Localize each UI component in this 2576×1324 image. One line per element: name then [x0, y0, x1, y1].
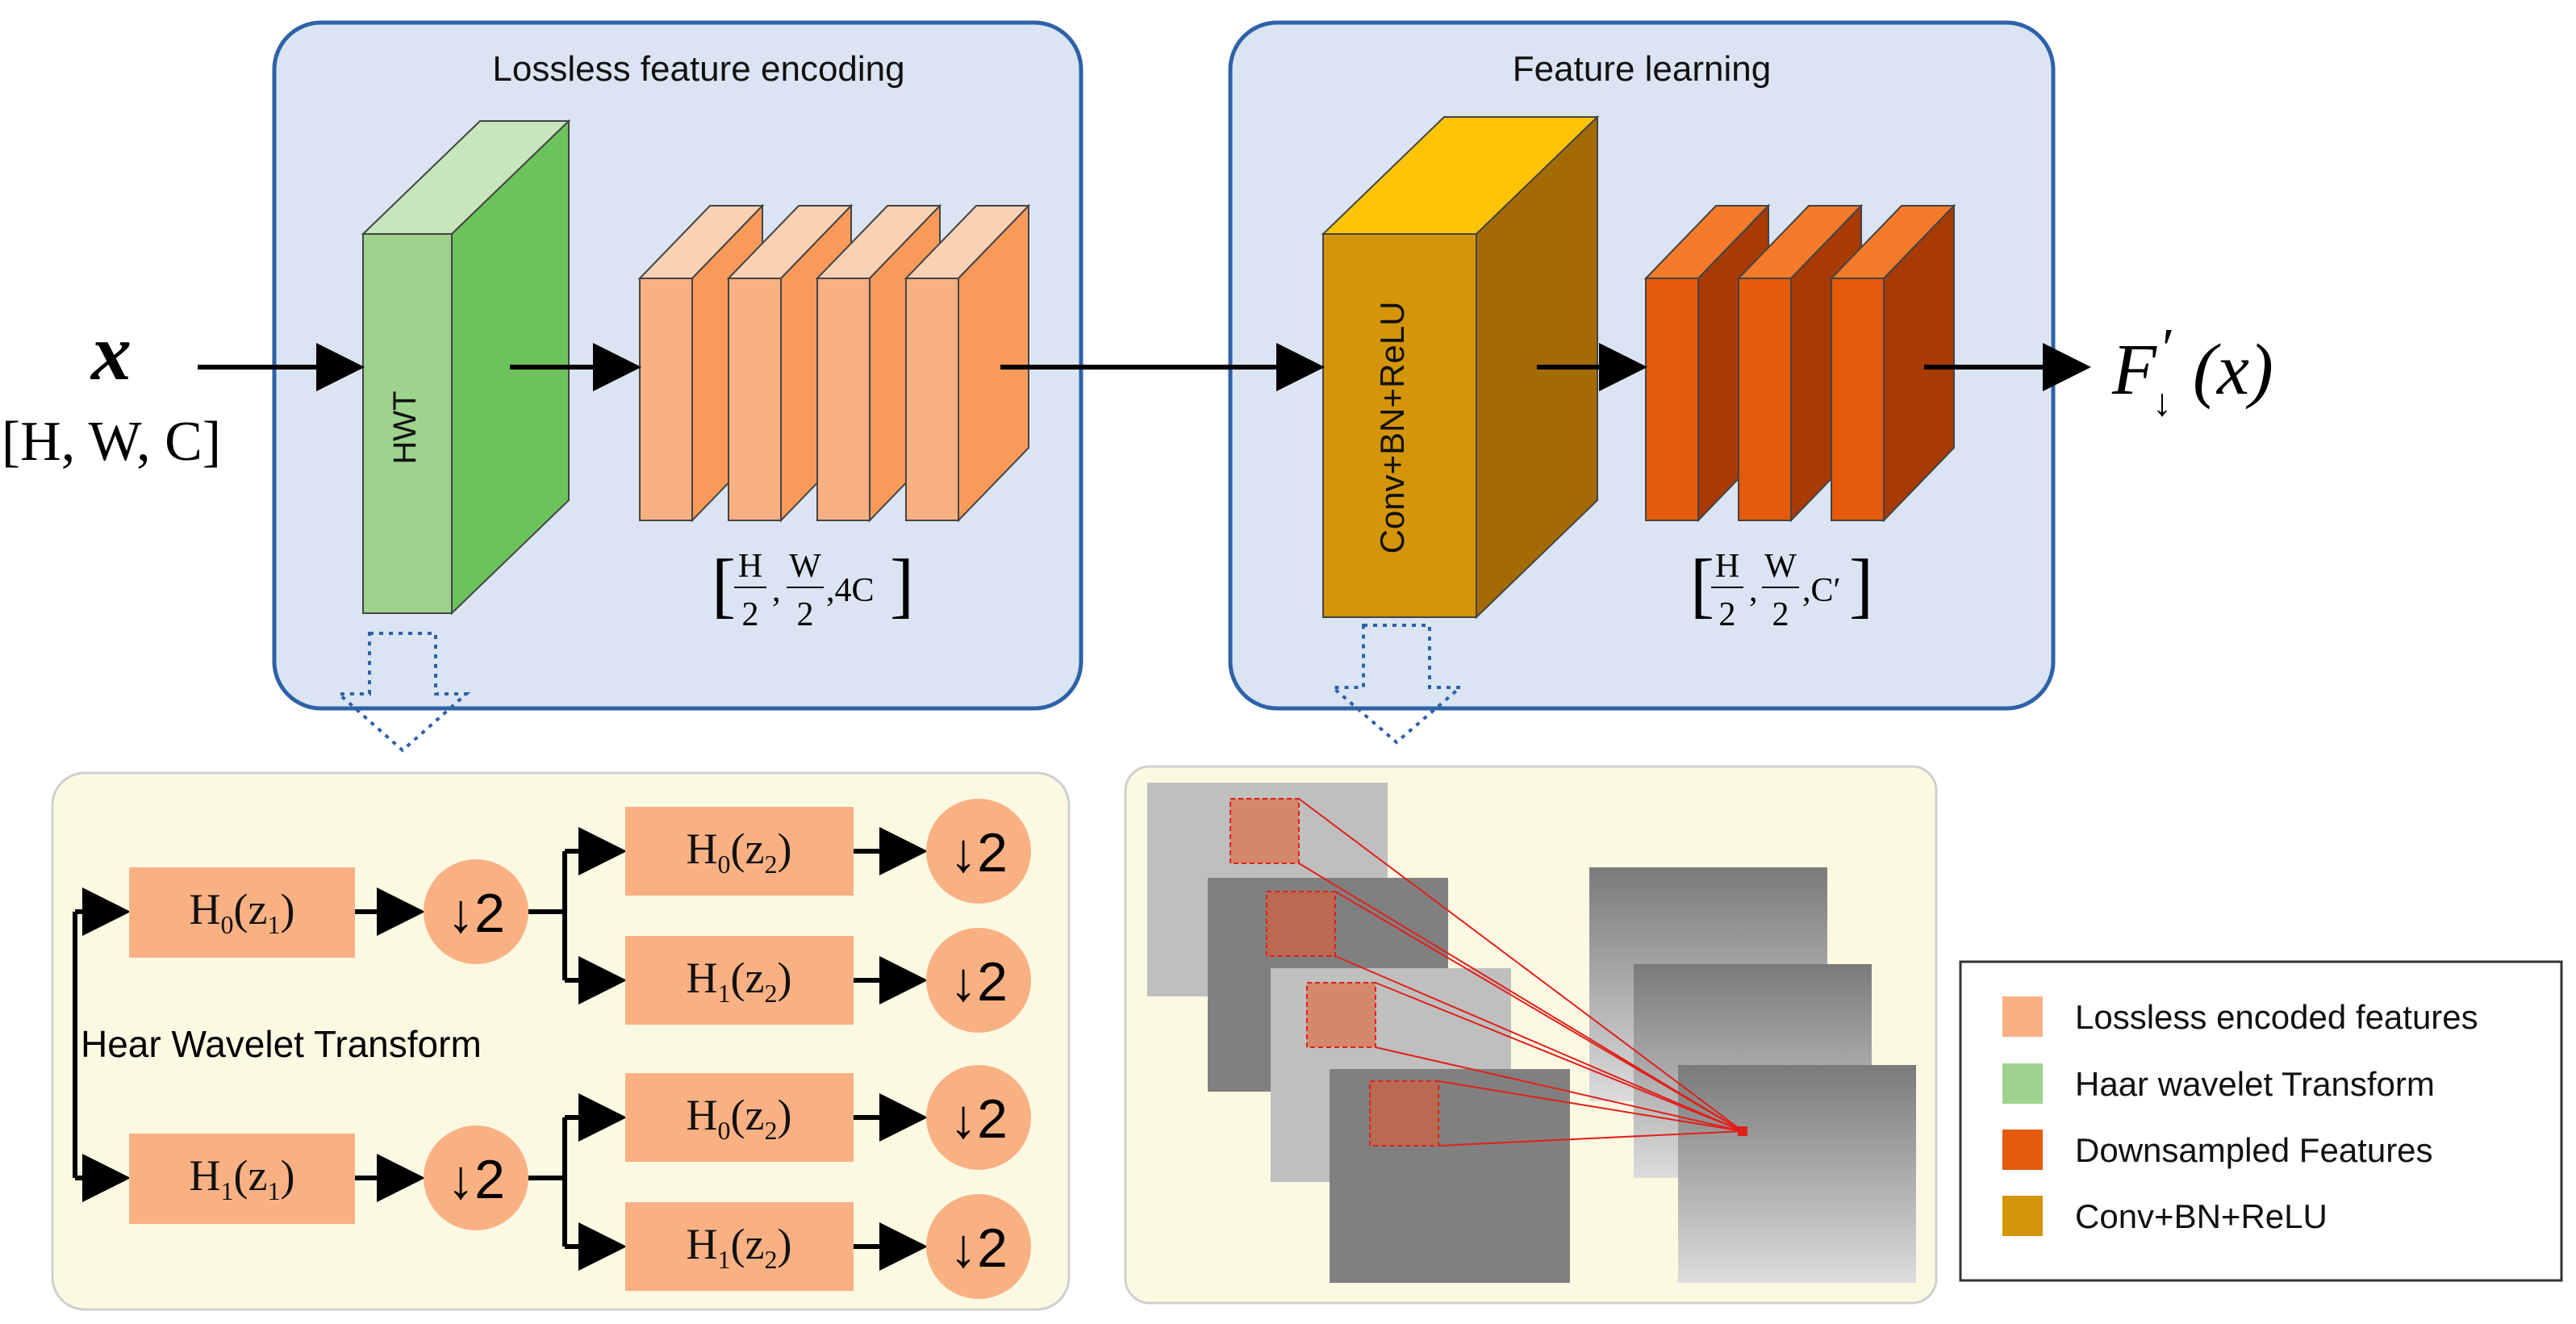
legend-label-conv: Conv+BN+ReLU	[2075, 1197, 2328, 1235]
wavelet-connectors	[73, 827, 928, 1271]
encoded-dims: [ H 2 , W 2 ,4C ]	[712, 545, 914, 633]
filter-box-h0-z2-b: H0(z2)	[625, 1073, 854, 1162]
hwt-label: HWT	[387, 391, 423, 464]
svg-text:H0(z2): H0(z2)	[687, 1091, 792, 1145]
downsampled-slab-3	[1829, 203, 1956, 523]
conv-illustration	[1147, 783, 1916, 1283]
downsample-circle-4: ↓2	[926, 928, 1031, 1033]
downsampled-dims-h-div: 2	[1719, 596, 1736, 633]
learning-panel-title: Feature learning	[1513, 49, 1771, 89]
svg-text:↓2: ↓2	[447, 883, 505, 944]
output-pixel	[1738, 1126, 1747, 1136]
downsample-circle-1: ↓2	[424, 859, 528, 964]
hwt-block: HWT	[361, 119, 571, 616]
svg-text:H1(z2): H1(z2)	[687, 954, 792, 1008]
legend-item-conv: Conv+BN+ReLU	[2002, 1196, 2328, 1236]
svg-text:↓2: ↓2	[447, 1149, 505, 1210]
input-dims: [H, W, C]	[2, 411, 221, 473]
output-arg: (x)	[2193, 330, 2273, 410]
kernel-patch-3	[1306, 982, 1376, 1048]
encoded-slab-4	[904, 203, 1031, 523]
output-f: F	[2111, 330, 2157, 410]
wavelet-title: Hear Wavelet Transform	[81, 1023, 482, 1065]
legend-label-lossless: Lossless encoded features	[2075, 998, 2478, 1036]
encoded-dims-h: H	[738, 548, 762, 585]
filter-box-h1-z1: H1(z1)	[129, 1134, 355, 1224]
downsample-circle-3: ↓2	[926, 799, 1031, 904]
encoded-dims-c: ,4C	[826, 572, 875, 609]
encoding-panel-title: Lossless feature encoding	[492, 49, 904, 89]
filter-box-h1-z2-b: H1(z2)	[625, 1202, 854, 1291]
conv-label: Conv+BN+ReLU	[1373, 302, 1411, 554]
svg-text:H1(z2): H1(z2)	[687, 1220, 792, 1274]
legend-item-haar: Haar wavelet Transform	[2002, 1063, 2435, 1104]
filter-box-h0-z1: H0(z1)	[129, 867, 355, 958]
downsample-circle-6: ↓2	[926, 1194, 1031, 1299]
downsample-circle-5: ↓2	[926, 1065, 1031, 1170]
svg-text:[: [	[712, 545, 736, 625]
svg-text:H0(z1): H0(z1)	[190, 885, 295, 939]
input-symbol: x	[90, 307, 132, 397]
legend-label-downsampled: Downsampled Features	[2075, 1131, 2433, 1169]
output-down: ↓	[2152, 382, 2172, 424]
svg-text:]: ]	[1849, 545, 1873, 625]
encoded-dims-h-div: 2	[742, 596, 759, 633]
downsampled-feature-stack	[1643, 203, 1956, 523]
output-label: F ′ ↓ (x)	[2111, 318, 2273, 424]
output-prime: ′	[2162, 318, 2174, 380]
svg-text:H0(z2): H0(z2)	[687, 825, 792, 879]
filter-box-h0-z2-a: H0(z2)	[625, 807, 854, 896]
encoded-dims-w-div: 2	[797, 596, 814, 633]
downsampled-dims-h: H	[1715, 548, 1739, 585]
svg-text:H1(z1): H1(z1)	[190, 1151, 295, 1205]
downsample-circle-2: ↓2	[424, 1126, 528, 1230]
svg-text:]: ]	[890, 545, 914, 625]
svg-text:↓2: ↓2	[950, 1217, 1008, 1279]
encoded-dims-w: W	[789, 548, 821, 585]
legend-item-downsampled: Downsampled Features	[2002, 1130, 2433, 1170]
downsampled-dims: [ H 2 , W 2 ,C′ ]	[1690, 545, 1873, 633]
downsampled-dims-w: W	[1764, 548, 1797, 585]
kernel-patch-2	[1266, 891, 1336, 957]
svg-text:↓2: ↓2	[950, 951, 1008, 1013]
svg-text:↓2: ↓2	[950, 1088, 1008, 1150]
svg-text:,: ,	[772, 572, 781, 609]
input-map-4	[1330, 1069, 1570, 1283]
legend-item-lossless: Lossless encoded features	[2002, 996, 2478, 1037]
filter-box-h1-z2-a: H1(z2)	[625, 936, 854, 1025]
legend-label-haar: Haar wavelet Transform	[2075, 1065, 2435, 1103]
conv-links	[1298, 798, 1743, 1146]
encoded-feature-stack	[637, 203, 1031, 523]
downsampled-dims-c: ,C′	[1802, 572, 1841, 609]
downsampled-dims-w-div: 2	[1772, 596, 1789, 633]
svg-text:[: [	[1690, 545, 1714, 625]
legend: Lossless encoded features Haar wavelet T…	[1959, 960, 2563, 1282]
kernel-patch-1	[1230, 798, 1300, 864]
kernel-patch-4	[1369, 1080, 1439, 1146]
svg-text:↓2: ↓2	[950, 822, 1008, 883]
svg-text:,: ,	[1749, 572, 1758, 609]
output-map-3	[1678, 1065, 1916, 1283]
